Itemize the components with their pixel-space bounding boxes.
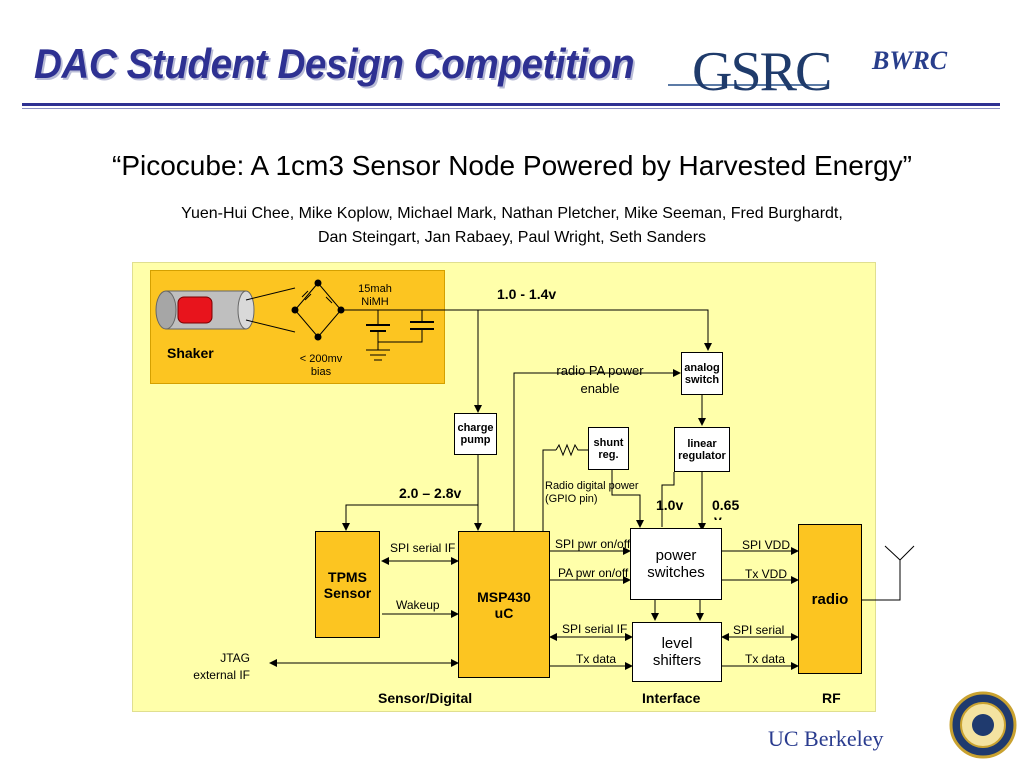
power-switches-line1: power <box>655 547 697 564</box>
section-sensor-digital: Sensor/Digital <box>378 690 473 706</box>
battery-label: 15mah NiMH <box>355 283 395 309</box>
wakeup-label: Wakeup <box>396 598 440 612</box>
tpms-line1: TPMS <box>328 568 367 585</box>
shunt-reg-line1: shunt <box>593 436 624 449</box>
msp430-line2: uC <box>494 604 514 621</box>
radio-digital-power-line1: Radio digital power <box>545 480 639 492</box>
uc-berkeley-label: UC Berkeley <box>768 726 884 751</box>
rail-high-voltage-label: 2.0 – 2.8v <box>399 485 462 501</box>
bias-label-line2: bias <box>310 366 332 378</box>
level-shifters-block: level shifters <box>632 622 722 682</box>
tx-vdd-label: Tx VDD <box>745 567 787 581</box>
msp430-block: MSP430 uC <box>458 531 550 678</box>
radio-pa-enable-label: radio PA power enable <box>552 362 648 398</box>
radio-block: radio <box>798 524 862 674</box>
voltage-065v-unit: v <box>714 513 722 520</box>
spi-serial-if-label: SPI serial IF <box>390 541 456 555</box>
jtag-line1: JTAG <box>220 651 250 665</box>
tpms-sensor-block: TPMS Sensor <box>315 531 380 638</box>
tx-data-label: Tx data <box>576 652 617 666</box>
shaker-cylinder-icon <box>155 290 255 330</box>
uc-seal-icon <box>949 691 1017 759</box>
section-rf: RF <box>822 690 841 706</box>
msp430-line1: MSP430 <box>477 588 531 605</box>
radio-pa-enable-line2: enable <box>580 381 620 396</box>
paper-title: “Picocube: A 1cm3 Sensor Node Powered by… <box>112 150 912 181</box>
rectifier-bridge-icon <box>291 279 345 341</box>
level-shifters-line2: shifters <box>652 652 702 669</box>
authors-line-1: Yuen-Hui Chee, Mike Koplow, Michael Mark… <box>181 205 843 222</box>
charge-pump-line1: charge <box>457 422 494 434</box>
gsrc-logo: GSRC <box>692 41 832 103</box>
analog-switch-line1: analog <box>684 361 720 374</box>
level-shifters-line1: level <box>661 635 693 652</box>
shunt-regulator-block: shunt reg. <box>588 427 629 470</box>
voltage-065v-label: 0.65 <box>712 497 740 513</box>
power-switches-line2: switches <box>647 564 705 581</box>
tpms-line2: Sensor <box>323 584 372 601</box>
tx-data-2-label: Tx data <box>745 652 786 666</box>
analog-switch-block: analog switch <box>681 352 723 395</box>
radio-digital-power-label: Radio digital power (GPIO pin) <box>545 480 639 506</box>
authors-line-2: Dan Steingart, Jan Rabaey, Paul Wright, … <box>317 229 707 246</box>
shaker-label: Shaker <box>167 345 214 361</box>
spi-pwr-label: SPI pwr on/off <box>555 537 631 551</box>
spi-serial-if-2-label: SPI serial IF <box>562 622 628 636</box>
charge-pump-line2: pump <box>460 434 491 446</box>
linear-regulator-line1: linear <box>687 437 717 450</box>
section-interface: Interface <box>642 690 701 706</box>
spi-vdd-label: SPI VDD <box>742 538 791 552</box>
bias-label-line1: < 200mv <box>299 353 343 365</box>
linear-regulator-block: linear regulator <box>674 427 730 472</box>
radio-pa-enable-line1: radio PA power <box>556 363 644 378</box>
slide-title: DAC Student Design Competition <box>34 40 635 87</box>
power-switches-block: power switches <box>630 528 722 600</box>
title-underline-thin <box>22 108 1000 109</box>
antenna-icon <box>862 545 915 601</box>
jtag-line2: external IF <box>193 668 250 682</box>
battery-label-line2: NiMH <box>361 296 389 308</box>
linear-regulator-line2: regulator <box>678 449 726 462</box>
spi-serial-label: SPI serial <box>733 623 785 637</box>
charge-pump-block: charge pump <box>454 413 497 455</box>
radio-digital-power-line2: (GPIO pin) <box>545 493 598 505</box>
rail-low-voltage-label: 1.0 - 1.4v <box>497 286 557 302</box>
bwrc-logo: BWRC <box>872 46 948 75</box>
shunt-reg-line2: reg. <box>598 448 619 461</box>
voltage-1v-label: 1.0v <box>656 497 684 513</box>
bias-label: < 200mv bias <box>292 353 350 379</box>
jtag-label: JTAG external IF <box>184 650 250 684</box>
analog-switch-line2: switch <box>684 373 720 386</box>
gsrc-logo-swoosh <box>668 84 828 86</box>
title-underline <box>22 103 1000 106</box>
battery-label-line1: 15mah <box>358 283 392 295</box>
pa-pwr-label: PA pwr on/off <box>558 566 629 580</box>
